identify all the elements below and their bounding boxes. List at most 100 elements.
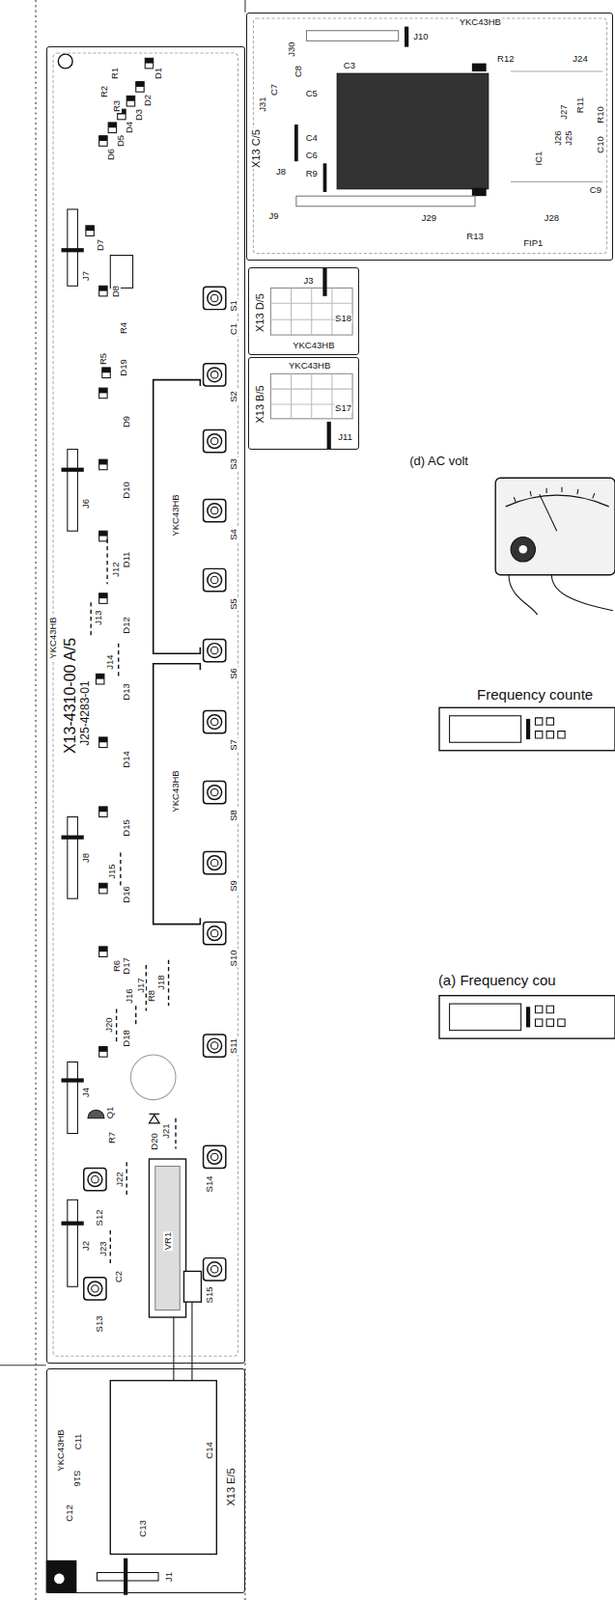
part-label: D16 <box>121 885 132 904</box>
part-label: J4 <box>81 1087 91 1099</box>
switch-symbol <box>203 429 226 452</box>
board-id: X13 B/5 <box>254 384 267 424</box>
part-label: S2 <box>228 390 239 404</box>
part-label: J22 <box>114 1171 125 1188</box>
switch-symbol <box>203 499 226 522</box>
connector-bar <box>327 421 332 450</box>
connector-strip <box>67 817 79 900</box>
jumper-wire <box>106 539 108 586</box>
part-label: YKC43HB <box>287 361 332 371</box>
grid-lines <box>270 287 353 336</box>
part-label: R9 <box>305 168 319 179</box>
jumper-wire <box>115 1008 117 1044</box>
transistor-symbol <box>87 1110 105 1119</box>
counter-mark <box>526 719 531 740</box>
led-symbol <box>99 531 108 542</box>
counter-body <box>439 707 615 751</box>
part-label: VR1 <box>163 1230 173 1251</box>
part-label: J3 <box>303 276 315 286</box>
circuit-board: X13-4310-00 A/5J25-4283-01 <box>46 46 246 1365</box>
part-label: D13 <box>121 683 132 702</box>
board-id: X13 C/5 <box>251 129 263 170</box>
led-symbol <box>99 947 108 958</box>
jumper-wire <box>167 960 169 1007</box>
part-label: J18 <box>156 974 167 991</box>
part-label: S8 <box>228 810 239 824</box>
part-label: J31 <box>257 95 268 112</box>
led-symbol <box>99 136 108 147</box>
connector-bar <box>123 1559 128 1596</box>
part-label: YKC43HB <box>458 17 503 28</box>
part-label: C7 <box>269 83 280 97</box>
part-label: J13 <box>93 610 104 627</box>
meter-knob-center <box>519 545 528 554</box>
part-label: R10 <box>595 105 606 124</box>
slider-track <box>155 1166 180 1311</box>
led-symbol <box>99 1047 108 1059</box>
part-label: J1 <box>164 1571 174 1584</box>
led-symbol <box>99 883 108 895</box>
board-id: X13-4310-00 A/5 <box>62 636 80 755</box>
led-symbol <box>99 388 108 399</box>
part-label: YKC43HB <box>170 494 181 538</box>
part-label: D1 <box>153 66 164 81</box>
part-label: C13 <box>138 1519 148 1538</box>
connector-strip <box>67 449 79 532</box>
part-label: S1 <box>228 300 239 314</box>
part-label: J25 <box>563 129 574 146</box>
led-symbol <box>136 82 144 93</box>
part-label: D19 <box>118 358 129 377</box>
jumper-wire <box>135 1006 137 1027</box>
led-symbol <box>99 285 108 297</box>
part-label: J27 <box>559 104 569 121</box>
part-label: R4 <box>118 321 129 336</box>
part-label: R13 <box>465 232 484 243</box>
part-label: D9 <box>121 415 132 429</box>
jumper-wire <box>110 1230 112 1267</box>
counter-display <box>449 716 522 744</box>
part-label: IC1 <box>533 150 544 168</box>
part-label: J28 <box>543 213 560 224</box>
trace-outline <box>252 18 607 253</box>
part-label: S11 <box>228 1036 239 1055</box>
frame-line <box>35 0 37 1600</box>
counter-buttons <box>534 1006 565 1027</box>
trace-line <box>510 181 603 183</box>
part-label: J30 <box>286 40 297 57</box>
part-label: C14 <box>204 1441 215 1460</box>
part-label: J21 <box>161 1123 171 1141</box>
part-label: S16 <box>72 1470 83 1489</box>
part-label: D15 <box>121 818 132 838</box>
jumper-wire <box>89 602 91 636</box>
switch-symbol <box>203 1258 226 1282</box>
capacitor-body <box>110 255 133 289</box>
connector-bar <box>323 163 328 193</box>
jumper-group <box>90 539 176 1267</box>
part-label: R12 <box>496 54 515 64</box>
part-label: C4 <box>305 133 319 143</box>
instrument-caption: (a) Frequency cou <box>437 973 558 989</box>
part-label: S13 <box>94 1315 105 1335</box>
part-label: D20 <box>149 1132 160 1151</box>
part-label: J2 <box>81 1240 91 1253</box>
jumper-wire <box>119 853 121 890</box>
test-lead <box>508 575 538 615</box>
part-label: D4 <box>124 120 135 135</box>
jumper-wire <box>126 1162 128 1198</box>
connector-bar <box>60 248 84 252</box>
part-label: C10 <box>595 136 606 155</box>
led-symbol <box>102 367 111 379</box>
part-label: R8 <box>146 989 157 1004</box>
part-label: R5 <box>98 352 109 366</box>
jumper-wire <box>174 1118 176 1150</box>
part-label: YKC43HB <box>291 340 336 351</box>
part-label: J10 <box>412 31 429 42</box>
slider-lever <box>183 1271 201 1303</box>
pad-row <box>296 195 476 207</box>
connector-bar <box>60 468 84 473</box>
part-label: D2 <box>142 93 153 108</box>
part-label: S12 <box>94 1209 105 1229</box>
part-label: D3 <box>134 107 144 121</box>
switch-symbol <box>203 286 226 309</box>
